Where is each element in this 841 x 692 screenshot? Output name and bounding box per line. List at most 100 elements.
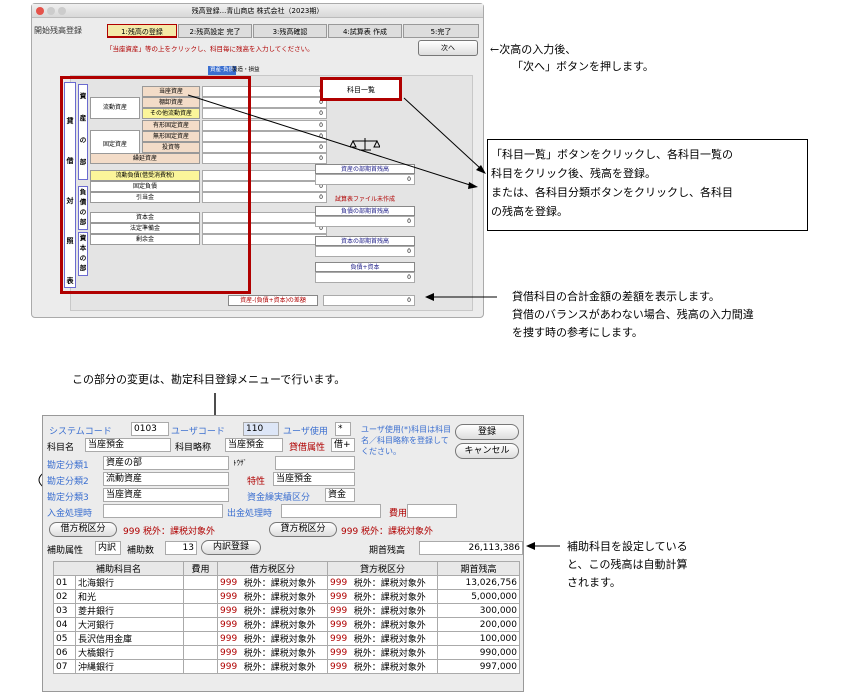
capital-total-label[interactable]: 資本の部期首残高: [315, 236, 415, 246]
arrow-to-note-2a: [187, 94, 471, 186]
detail-register-button[interactable]: 内訳登録: [201, 540, 261, 555]
out-field[interactable]: [281, 504, 381, 518]
syscode-field[interactable]: 0103: [131, 422, 169, 436]
close-icon[interactable]: [36, 7, 44, 15]
cost-label: 費用: [389, 509, 408, 519]
asset-total-label[interactable]: 資産の部期首残高: [315, 164, 415, 174]
category-button-3[interactable]: その他流動資産: [142, 108, 200, 119]
next-button[interactable]: 次へ: [418, 40, 478, 56]
cost-field[interactable]: [407, 504, 457, 518]
usercode-label: ユーザコード: [171, 427, 225, 437]
tab-step-3[interactable]: 3:残高確認: [253, 24, 327, 38]
category-button-1[interactable]: 当座資産: [142, 86, 200, 97]
table-cell: 999: [326, 575, 352, 590]
note-5-line-2: と、この残高は自動計算: [567, 558, 688, 571]
tab-step-2[interactable]: 2:残高設定 完了: [178, 24, 252, 38]
liability-total-label[interactable]: 負債の部期首残高: [315, 206, 415, 216]
liability-total-value: 0: [315, 216, 415, 227]
category-value-3: 0: [202, 108, 327, 119]
table-cell: [183, 617, 218, 632]
note-1-line-1: ←次高の入力後、: [490, 43, 577, 56]
category-button-7[interactable]: 繰延資産: [90, 153, 200, 164]
table-cell: 税外：課税対象外: [241, 617, 328, 632]
table-cell: 税外：課税対象外: [241, 631, 328, 646]
category-value-4: 0: [202, 120, 327, 131]
table-cell: 300,000: [437, 603, 520, 618]
category-button-13[interactable]: 剰余金: [90, 234, 200, 245]
class2-label: 勘定分類2: [47, 477, 89, 487]
hint-text: ユーザ使用(*)科目は科目名／科目略称を登録してください。: [361, 425, 452, 456]
tab-step-4[interactable]: 4:試算表 作成: [328, 24, 402, 38]
usercode-field[interactable]: 110: [243, 422, 279, 436]
name-field[interactable]: 当座預金: [85, 438, 171, 452]
minimize-icon[interactable]: [47, 7, 55, 15]
kana-field: ﾄｳｻﾞ: [233, 459, 247, 467]
category-button-11[interactable]: 資本金: [90, 212, 200, 223]
category-value-9: 0: [202, 181, 327, 192]
category-value-10: 0: [202, 192, 327, 203]
class3-label: 勘定分類3: [47, 493, 89, 503]
table-cell: 999: [326, 589, 352, 604]
credit-tax-button[interactable]: 貸方税区分: [269, 522, 337, 537]
class1-label: 勘定分類1: [47, 461, 89, 471]
category-button-10[interactable]: 引当金: [90, 192, 200, 203]
attr-field[interactable]: 借+: [331, 438, 355, 452]
tab-manufacturing-pl[interactable]: 製造・損益: [232, 67, 260, 73]
category-button-4[interactable]: 有形固定資産: [142, 120, 200, 131]
tab-step-5[interactable]: 5:完了: [403, 24, 479, 38]
tab-step-1[interactable]: 1:残高の登録: [107, 24, 177, 38]
attr-label: 貸借属性: [289, 443, 326, 453]
asset-char-4: 部: [79, 158, 87, 166]
table-cell: 999: [326, 659, 352, 674]
aux-attr-field[interactable]: 内訳: [95, 541, 121, 555]
table-cell: 01: [53, 575, 76, 590]
cap-char-4: 部: [79, 264, 87, 272]
opening-balance-field[interactable]: 26,113,386: [419, 541, 523, 555]
col-credit-tax: 貸方税区分: [327, 561, 438, 576]
class3-field[interactable]: 当座資産: [103, 488, 229, 502]
category-button-2[interactable]: 棚卸資産: [142, 97, 200, 108]
table-cell: 沖縄銀行: [75, 659, 184, 674]
category-button-9[interactable]: 固定負債: [90, 181, 200, 192]
table-cell: 税外：課税対象外: [351, 589, 438, 604]
category-button-8[interactable]: 流動負債(借受消費税): [90, 170, 200, 181]
trial-balance-status: 試算表ファイル未作成: [334, 196, 395, 203]
table-cell: 税外：課税対象外: [241, 603, 328, 618]
category-button-12[interactable]: 法定準備金: [90, 223, 200, 234]
difference-label: 資産-(負債+資本)の差額: [228, 295, 318, 306]
debit-tax-button[interactable]: 借方税区分: [49, 522, 117, 537]
register-button[interactable]: 登録: [455, 424, 519, 440]
tab-assets-liabilities[interactable]: 資産-負債: [208, 66, 236, 75]
category-button-5[interactable]: 無形固定資産: [142, 131, 200, 142]
table-cell: 999: [216, 645, 242, 660]
table-cell: 990,000: [437, 645, 520, 660]
group-current-assets: 流動資産: [90, 97, 140, 119]
category-button-6[interactable]: 投資等: [142, 142, 200, 153]
fund-field[interactable]: 資金: [325, 488, 355, 502]
in-field[interactable]: [103, 504, 223, 518]
abbr-field[interactable]: 当座預金: [225, 438, 283, 452]
useruse-field[interactable]: *: [335, 422, 351, 436]
side-band: 貸 借 対 照 表: [64, 82, 76, 288]
kana-input[interactable]: [275, 456, 355, 470]
note-3-line-1: 貸借科目の合計金額の差額を表示します。: [512, 290, 720, 303]
trait-field[interactable]: 当座預金: [273, 472, 355, 486]
liab-capital-label: 負債+資本: [315, 262, 415, 272]
credit-tax-value: 999 税外：課税対象外: [341, 527, 434, 537]
opening-balance-label: 期首残高: [369, 546, 406, 556]
cancel-button[interactable]: キャンセル: [455, 443, 519, 459]
class1-field[interactable]: 資産の部: [103, 456, 229, 470]
table-cell: 税外：課税対象外: [241, 575, 328, 590]
account-list-button[interactable]: 科目一覧: [320, 77, 402, 101]
zoom-icon[interactable]: [58, 7, 66, 15]
trait-label: 特性: [247, 477, 266, 487]
class2-field[interactable]: 流動資産: [103, 472, 229, 486]
aux-count-field[interactable]: 13: [165, 541, 197, 555]
